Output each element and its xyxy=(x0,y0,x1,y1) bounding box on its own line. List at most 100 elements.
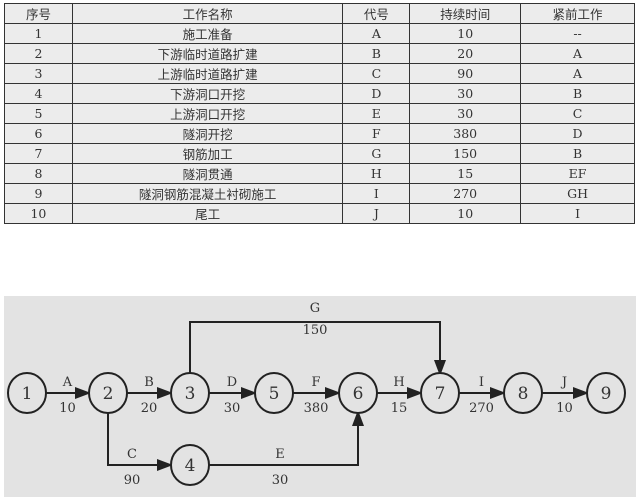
table-cell: H xyxy=(342,163,411,184)
node-circle xyxy=(420,372,460,414)
node-circle xyxy=(254,372,294,414)
table-cell: 上游临时道路扩建 xyxy=(71,63,344,84)
column-header: 序号 xyxy=(4,3,73,24)
edge-duration-label: 10 xyxy=(556,401,573,416)
table-cell: 施工准备 xyxy=(71,23,344,44)
node-circle xyxy=(170,444,210,486)
node-circle xyxy=(7,372,47,414)
table-cell: 隧洞贯通 xyxy=(71,163,344,184)
node-circle xyxy=(503,372,543,414)
edge-code-label: E xyxy=(275,447,285,462)
table-cell: 下游临时道路扩建 xyxy=(71,43,344,64)
table-cell: 30 xyxy=(409,103,522,124)
table-cell: EF xyxy=(520,163,635,184)
edge-code-label: B xyxy=(144,375,154,390)
table-cell: 尾工 xyxy=(71,203,344,224)
edge-code-label: F xyxy=(311,375,320,390)
table-cell: 20 xyxy=(409,43,522,64)
column-header: 工作名称 xyxy=(71,3,344,24)
table-cell: 30 xyxy=(409,83,522,104)
table-cell: 隧洞开挖 xyxy=(71,123,344,144)
edge-G xyxy=(189,321,446,376)
table-cell: 下游洞口开挖 xyxy=(71,83,344,104)
edge-duration-label: 30 xyxy=(224,401,241,416)
edge-duration-label: 380 xyxy=(304,401,329,416)
table-cell: 3 xyxy=(4,63,73,84)
table-cell: 270 xyxy=(409,183,522,204)
column-header: 紧前工作 xyxy=(520,3,635,24)
node-circle xyxy=(338,372,378,414)
table-cell: 10 xyxy=(409,23,522,44)
table-cell: 9 xyxy=(4,183,73,204)
table-cell: 380 xyxy=(409,123,522,144)
node-label: 7 xyxy=(435,384,446,404)
table-cell: B xyxy=(520,143,635,164)
table-cell: 150 xyxy=(409,143,522,164)
table-cell: 上游洞口开挖 xyxy=(71,103,344,124)
table-cell: D xyxy=(520,123,635,144)
table-cell: 90 xyxy=(409,63,522,84)
table-cell: C xyxy=(342,63,411,84)
table-cell: B xyxy=(520,83,635,104)
node-circle xyxy=(586,372,626,414)
table-cell: 10 xyxy=(409,203,522,224)
table-cell: 1 xyxy=(4,23,73,44)
edge-E xyxy=(209,410,364,466)
edge-duration-label: 150 xyxy=(303,323,328,338)
table-header-row: 序号工作名称代号持续时间紧前工作 xyxy=(4,3,635,24)
node-label: 1 xyxy=(22,384,33,404)
table-cell: 15 xyxy=(409,163,522,184)
node-label: 5 xyxy=(269,384,280,404)
node-circle xyxy=(170,372,210,414)
edge-duration-label: 15 xyxy=(391,401,408,416)
table-cell: A xyxy=(342,23,411,44)
edge-code-label: A xyxy=(62,375,73,390)
edge-C xyxy=(107,412,173,471)
table-cell: A xyxy=(520,63,635,84)
table-cell: J xyxy=(342,203,411,224)
edge-duration-label: 90 xyxy=(124,473,141,488)
edge-code-label: G xyxy=(310,301,320,316)
table-cell: 2 xyxy=(4,43,73,64)
node-label: 8 xyxy=(518,384,529,404)
table-cell: C xyxy=(520,103,635,124)
node-label: 2 xyxy=(103,384,114,404)
node-label: 6 xyxy=(353,384,364,404)
table-cell: 4 xyxy=(4,83,73,104)
table-cell: A xyxy=(520,43,635,64)
table-cell: I xyxy=(342,183,411,204)
column-header: 代号 xyxy=(342,3,411,24)
table-cell: -- xyxy=(520,23,635,44)
edge-duration-label: 270 xyxy=(469,401,494,416)
node-label: 9 xyxy=(601,384,612,404)
table-cell: 隧洞钢筋混凝土衬砌施工 xyxy=(71,183,344,204)
node-circle xyxy=(88,372,128,414)
table-cell: B xyxy=(342,43,411,64)
table-cell: G xyxy=(342,143,411,164)
table-cell: GH xyxy=(520,183,635,204)
table-cell: 8 xyxy=(4,163,73,184)
edge-code-label: D xyxy=(227,375,237,390)
node-label: 4 xyxy=(185,456,196,476)
column-header: 持续时间 xyxy=(409,3,522,24)
table-cell: D xyxy=(342,83,411,104)
edge-code-label: H xyxy=(393,375,404,390)
table-cell: E xyxy=(342,103,411,124)
table-cell: 6 xyxy=(4,123,73,144)
table-cell: 10 xyxy=(4,203,73,224)
table-cell: 7 xyxy=(4,143,73,164)
edge-duration-label: 30 xyxy=(272,473,289,488)
table-cell: F xyxy=(342,123,411,144)
edge-duration-label: 10 xyxy=(59,401,76,416)
edge-code-label: I xyxy=(479,375,484,390)
